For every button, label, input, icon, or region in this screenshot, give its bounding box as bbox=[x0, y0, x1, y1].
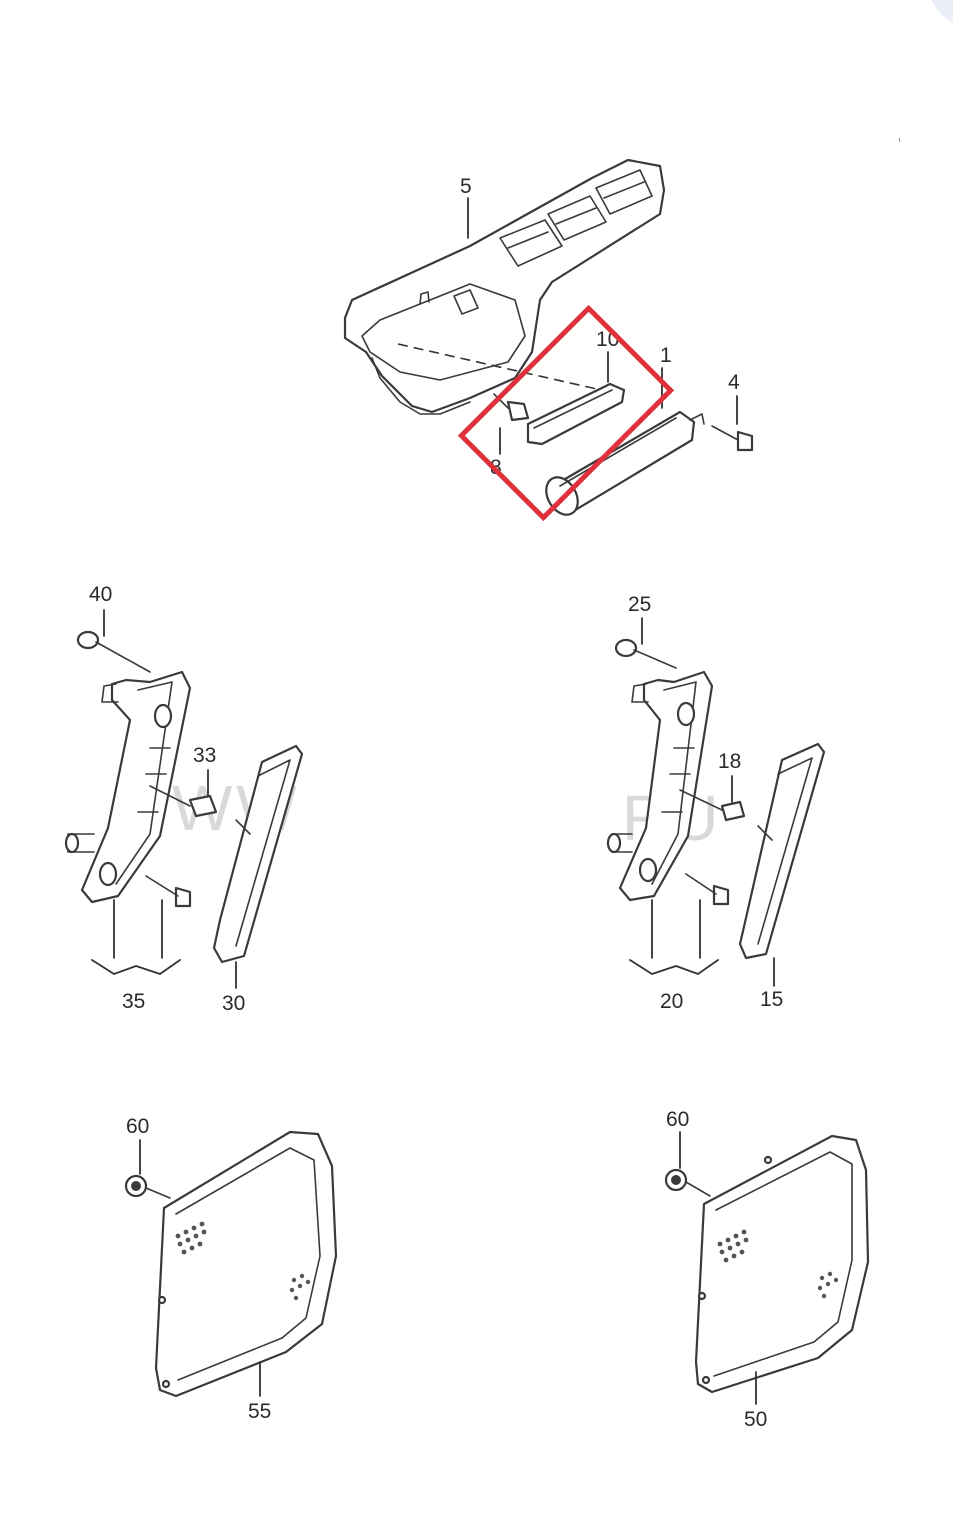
part-8-screw bbox=[493, 393, 530, 455]
callout-20: 20 bbox=[660, 990, 683, 1013]
callout-30: 30 bbox=[222, 992, 245, 1015]
part-50-speaker-grille bbox=[694, 1134, 870, 1394]
armrest-handle-assembly: 5 8 10 1 4 bbox=[343, 158, 754, 522]
callout-60-left: 60 bbox=[126, 1115, 149, 1138]
part-40-screw bbox=[76, 609, 151, 673]
grille-mesh-left bbox=[175, 1221, 311, 1301]
switch-opening-1 bbox=[499, 219, 563, 267]
part-18-clip bbox=[679, 775, 746, 822]
door-pull-right-assembly: 25 18 20 15 bbox=[606, 593, 826, 1013]
callout-18: 18 bbox=[718, 750, 741, 773]
speaker-grille-left-assembly: 60 55 bbox=[124, 1115, 338, 1423]
callout-55: 55 bbox=[248, 1400, 271, 1423]
callout-1: 1 bbox=[660, 344, 672, 367]
part-60-clip-left bbox=[124, 1139, 171, 1199]
switch-opening-3 bbox=[595, 169, 653, 215]
callout-33: 33 bbox=[193, 744, 216, 767]
part-4-screw bbox=[711, 395, 754, 452]
part-5-armrest-bezel bbox=[343, 158, 666, 414]
part-10-handle-cap bbox=[526, 382, 626, 446]
callout-60-right: 60 bbox=[666, 1108, 689, 1131]
callout-10: 10 bbox=[596, 328, 619, 351]
switch-opening-2 bbox=[547, 195, 607, 241]
part-60-clip-right bbox=[664, 1131, 711, 1197]
callout-4: 4 bbox=[728, 371, 740, 394]
part-25-screw bbox=[614, 617, 677, 669]
speaker-grille-right-assembly: 60 50 bbox=[664, 1108, 870, 1431]
stray-mark bbox=[898, 137, 901, 143]
highlight-frame bbox=[457, 304, 675, 522]
callout-50: 50 bbox=[744, 1408, 767, 1431]
callout-35: 35 bbox=[122, 990, 145, 1013]
part-30-cover bbox=[212, 744, 304, 964]
part-15-cover bbox=[738, 742, 826, 960]
door-pull-left-assembly: 40 33 35 30 bbox=[64, 583, 304, 1015]
callout-5: 5 bbox=[460, 175, 472, 198]
part-55-speaker-grille bbox=[154, 1130, 338, 1398]
callout-15: 15 bbox=[760, 988, 783, 1011]
part-33-clip bbox=[149, 769, 218, 818]
corner-accent bbox=[931, 0, 953, 23]
callout-40: 40 bbox=[89, 583, 112, 606]
grille-mesh-right bbox=[717, 1229, 839, 1299]
callout-25: 25 bbox=[628, 593, 651, 616]
